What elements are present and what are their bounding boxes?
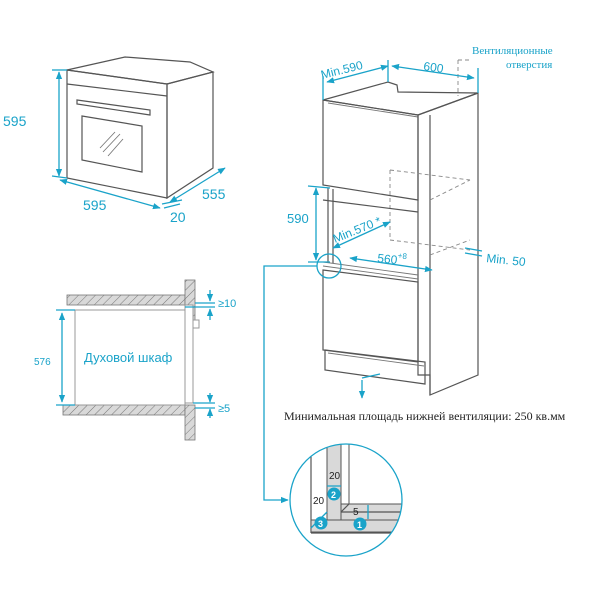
oven-front-panel-label: 20 — [170, 209, 186, 225]
niche-width-label: 560+8 — [377, 249, 408, 268]
rear-gap-label: Min. 50 — [486, 251, 527, 269]
vent-note-line2: отверстия — [506, 59, 552, 71]
detail-marker-2: 2 — [331, 490, 336, 500]
top-gap-label: ≥10 — [218, 298, 236, 310]
cabinet-perspective — [263, 59, 483, 504]
oven-depth-label: 555 — [202, 186, 226, 202]
cabinet-depth-label: 600 — [423, 59, 445, 76]
detail-dim-bottom: 5 — [353, 507, 359, 518]
section-height-label: 576 — [34, 357, 51, 368]
niche-depth-label: Min.570 * — [331, 214, 384, 246]
detail-dim-top: 20 — [329, 471, 341, 482]
detail-marker-3: 3 — [318, 519, 323, 529]
vent-note-line1: Вентиляционные — [472, 45, 553, 57]
section-cabinet-label: Духовой шкаф — [84, 350, 173, 365]
oven-width-label: 595 — [83, 197, 107, 213]
section-view — [56, 279, 215, 441]
oven-perspective — [51, 56, 226, 210]
niche-height-label: 590 — [287, 211, 309, 226]
detail-view — [289, 443, 403, 557]
detail-marker-1: 1 — [357, 520, 362, 530]
detail-dim-side: 20 — [313, 496, 325, 507]
bottom-vent-note: Минимальная площадь нижней вентиляции: 2… — [284, 409, 566, 423]
bottom-gap-label: ≥5 — [218, 403, 230, 415]
oven-height-label: 595 — [3, 113, 27, 129]
